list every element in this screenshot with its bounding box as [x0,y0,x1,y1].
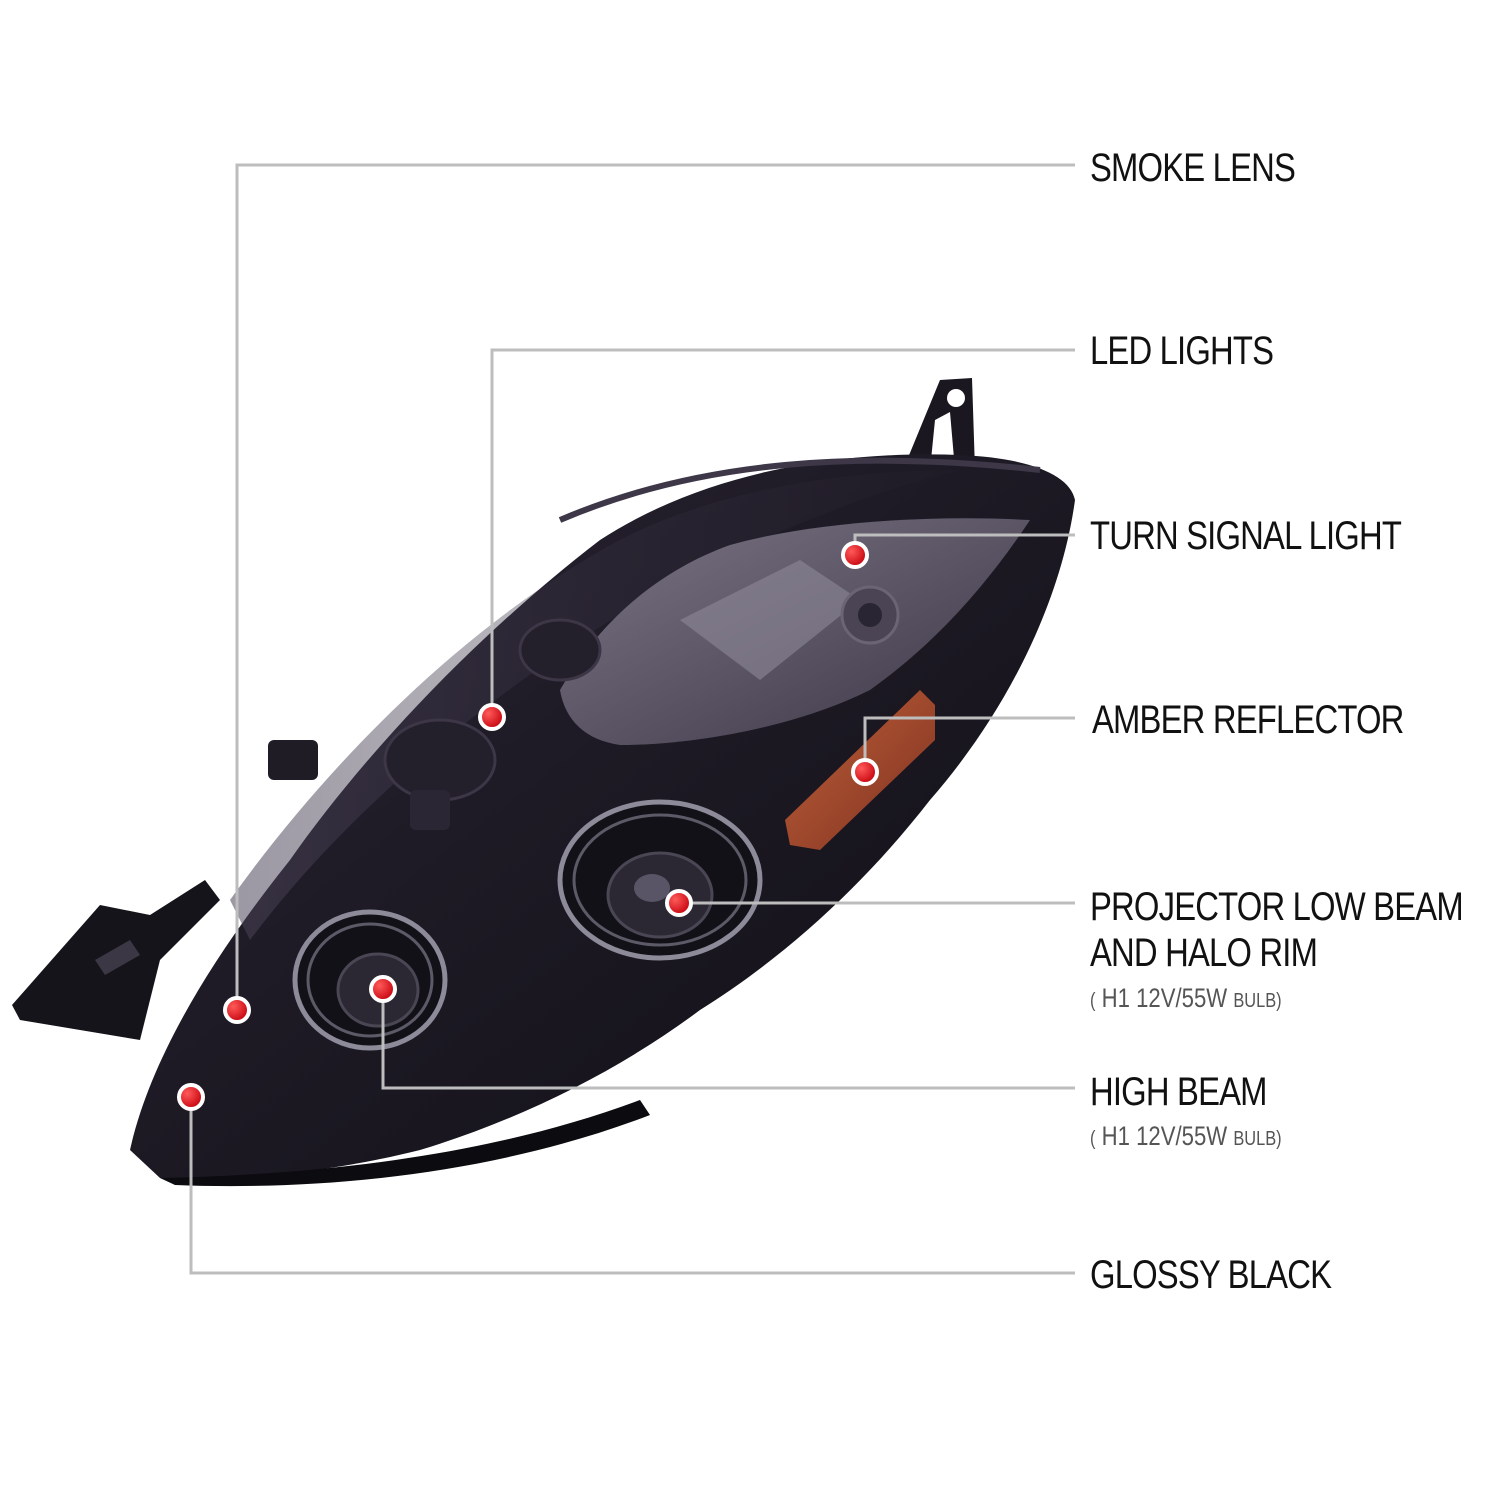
callout-dot-amber-reflector [851,758,879,786]
spec-rating: 12V/55W [1136,983,1228,1013]
label-led-lights: LED LIGHTS [1090,329,1274,373]
label-glossy-black: GLOSSY BLACK [1090,1253,1332,1297]
callout-dot-turn-signal [841,541,869,569]
spec-close-paren: ) [1276,990,1282,1012]
spec-high-beam: ( H1 12V/55W BULB) [1090,1120,1282,1155]
callout-dot-led-lights [478,703,506,731]
spec-unit: BULB [1233,1128,1277,1150]
callout-dot-smoke-lens [223,996,251,1024]
label-high-beam: HIGH BEAM [1090,1070,1268,1114]
spec-unit: BULB [1233,990,1277,1012]
callout-dots [177,541,879,1111]
leader-lines [189,163,1075,1275]
spec-bulb-type: H1 [1101,983,1130,1013]
spec-close-paren: ) [1276,1128,1282,1150]
leader-line-led-lights [490,348,1075,717]
leader-line-amber-reflector [863,716,1075,772]
leader-line-smoke-lens [235,163,1075,1010]
spec-open-paren: ( [1090,1128,1096,1150]
callout-dot-projector-low-beam [665,889,693,917]
spec-projector-low-beam: ( H1 12V/55W BULB) [1090,982,1282,1017]
leader-line-glossy-black [189,1097,1075,1275]
spec-open-paren: ( [1090,990,1096,1012]
label-smoke-lens: SMOKE LENS [1090,146,1296,190]
label-turn-signal-light: TURN SIGNAL LIGHT [1090,514,1402,558]
label-projector-low-beam-line1: PROJECTOR LOW BEAM [1090,885,1464,929]
callout-dot-glossy-black [177,1083,205,1111]
projector-low-beam-assembly [557,799,763,961]
spec-bulb-type: H1 [1101,1121,1130,1151]
callout-dot-high-beam [369,975,397,1003]
leader-line-high-beam [381,989,1075,1090]
label-amber-reflector: AMBER REFLECTOR [1092,698,1404,742]
label-projector-low-beam-line2: AND HALO RIM [1090,931,1318,975]
spec-rating: 12V/55W [1136,1121,1228,1151]
high-beam-assembly [292,909,448,1051]
